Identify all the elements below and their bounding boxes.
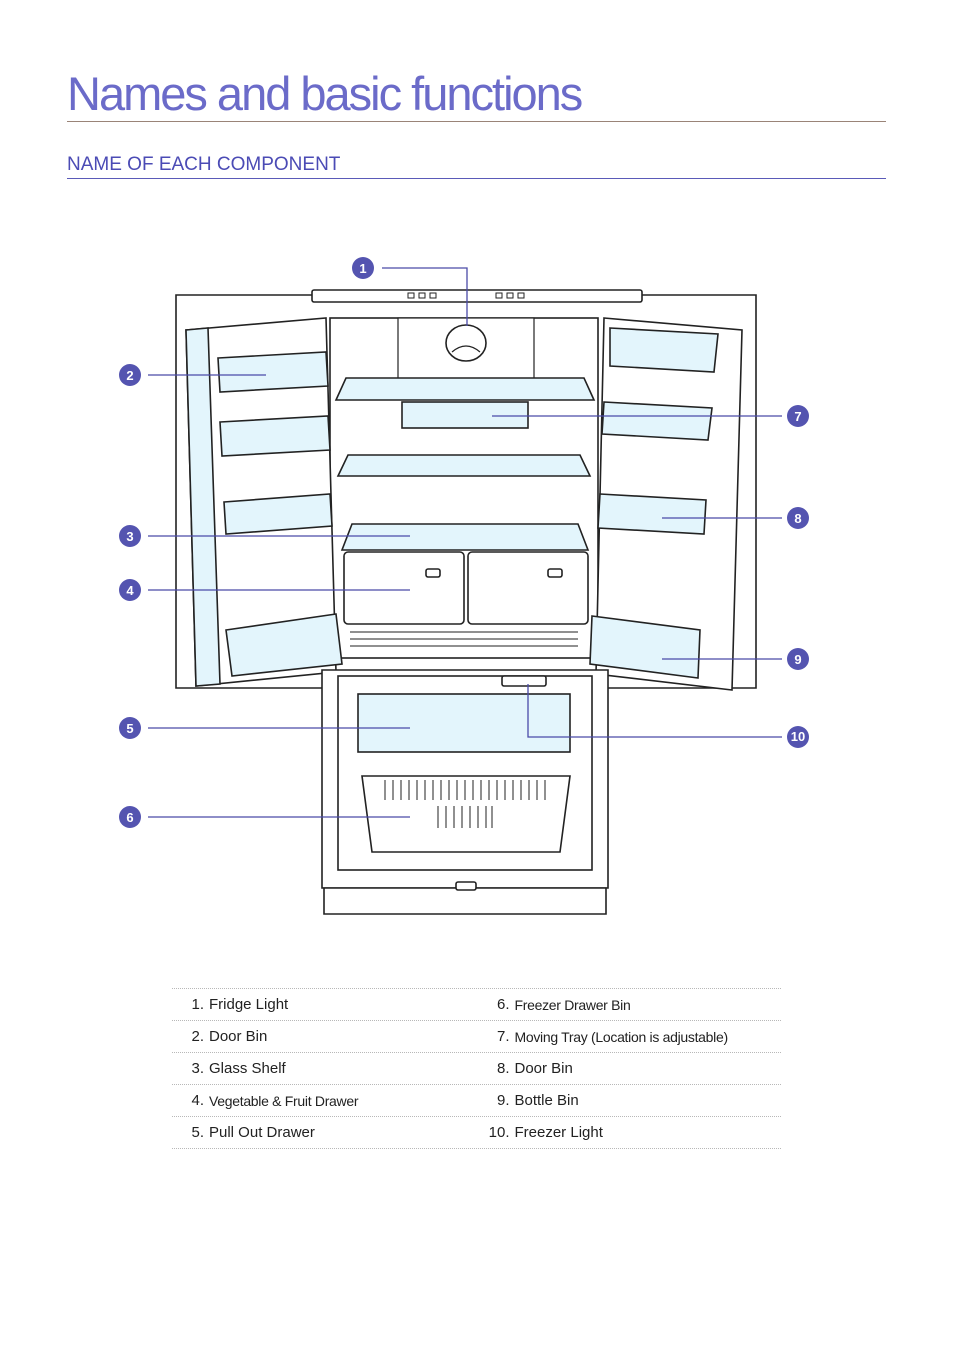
- title-divider: [67, 121, 886, 122]
- part-label: Pull Out Drawer: [209, 1124, 315, 1141]
- part-item: 5. Pull Out Drawer: [172, 1117, 477, 1148]
- callout-7-label: 7: [794, 409, 801, 424]
- part-number: 10.: [488, 1124, 510, 1141]
- table-row: 5. Pull Out Drawer 10. Freezer Light: [172, 1116, 781, 1149]
- freezer-bin-slots: [384, 780, 546, 828]
- callout-6-label: 6: [126, 810, 133, 825]
- callout-10: 10: [787, 726, 809, 748]
- part-number: 2.: [191, 1028, 204, 1045]
- part-number: 5.: [191, 1124, 204, 1141]
- callout-8: 8: [787, 507, 809, 529]
- control-panel: [407, 292, 525, 299]
- callout-5: 5: [119, 717, 141, 739]
- part-item: 2. Door Bin: [172, 1021, 477, 1052]
- callout-4-label: 4: [126, 583, 134, 598]
- callout-9-label: 9: [794, 652, 801, 667]
- part-number: 8.: [496, 1060, 510, 1077]
- callout-1-label: 1: [359, 261, 366, 276]
- callout-5-label: 5: [126, 721, 133, 736]
- part-label: Glass Shelf: [209, 1060, 286, 1077]
- callout-6: 6: [119, 806, 141, 828]
- part-number: 3.: [191, 1060, 204, 1077]
- glass-shelves: [334, 377, 596, 551]
- part-label: Freezer Drawer Bin: [514, 996, 631, 1013]
- callout-1: 1: [352, 257, 374, 279]
- refrigerator-diagram: 1 2 3 4 5 6 7 8 9 10: [119, 257, 809, 915]
- leader-lines: [148, 267, 782, 818]
- part-label: Door Bin: [209, 1028, 268, 1045]
- section-divider: [67, 178, 886, 179]
- callout-3-label: 3: [126, 529, 133, 544]
- callout-10-label: 10: [791, 729, 805, 744]
- part-number: 9.: [496, 1092, 510, 1109]
- grille: [350, 631, 578, 647]
- table-row: 1. Fridge Light 6. Freezer Drawer Bin: [172, 988, 781, 1020]
- table-row: 2. Door Bin 7. Moving Tray (Location is …: [172, 1020, 781, 1052]
- page-title: Names and basic functions: [67, 67, 583, 120]
- part-item: 4. Vegetable & Fruit Drawer: [172, 1085, 477, 1116]
- part-label: Moving Tray (Location is adjustable): [514, 1028, 729, 1045]
- part-item: 8. Door Bin: [477, 1053, 782, 1084]
- part-label: Vegetable & Fruit Drawer: [209, 1092, 359, 1109]
- part-item: 10. Freezer Light: [477, 1117, 782, 1148]
- right-door-bins: [589, 327, 719, 679]
- callout-2-label: 2: [126, 368, 133, 383]
- section-heading: NAME OF EACH COMPONENT: [67, 154, 341, 175]
- part-item: 9. Bottle Bin: [477, 1085, 782, 1116]
- callout-7: 7: [787, 405, 809, 427]
- callout-3: 3: [119, 525, 141, 547]
- part-label: Door Bin: [514, 1060, 573, 1077]
- part-label: Freezer Light: [514, 1124, 603, 1141]
- callout-8-label: 8: [794, 511, 801, 526]
- part-label: Fridge Light: [209, 996, 289, 1013]
- table-row: 3. Glass Shelf 8. Door Bin: [172, 1052, 781, 1084]
- part-item: 7. Moving Tray (Location is adjustable): [477, 1021, 782, 1052]
- part-item: 3. Glass Shelf: [172, 1053, 477, 1084]
- table-row: 4. Vegetable & Fruit Drawer 9. Bottle Bi…: [172, 1084, 781, 1116]
- part-number: 6.: [496, 996, 510, 1013]
- part-item: 1. Fridge Light: [172, 989, 477, 1020]
- left-door-bins: [217, 351, 343, 677]
- part-number: 1.: [191, 996, 204, 1013]
- crisper-drawers: [343, 551, 589, 625]
- refrigerator-drawing: [175, 289, 757, 915]
- callout-9: 9: [787, 648, 809, 670]
- callout-4: 4: [119, 579, 141, 601]
- parts-table: 1. Fridge Light 6. Freezer Drawer Bin 2.…: [172, 988, 781, 1149]
- part-item: 6. Freezer Drawer Bin: [477, 989, 782, 1020]
- part-number: 7.: [496, 1028, 510, 1045]
- part-number: 4.: [191, 1092, 204, 1109]
- part-label: Bottle Bin: [514, 1092, 579, 1109]
- callout-2: 2: [119, 364, 141, 386]
